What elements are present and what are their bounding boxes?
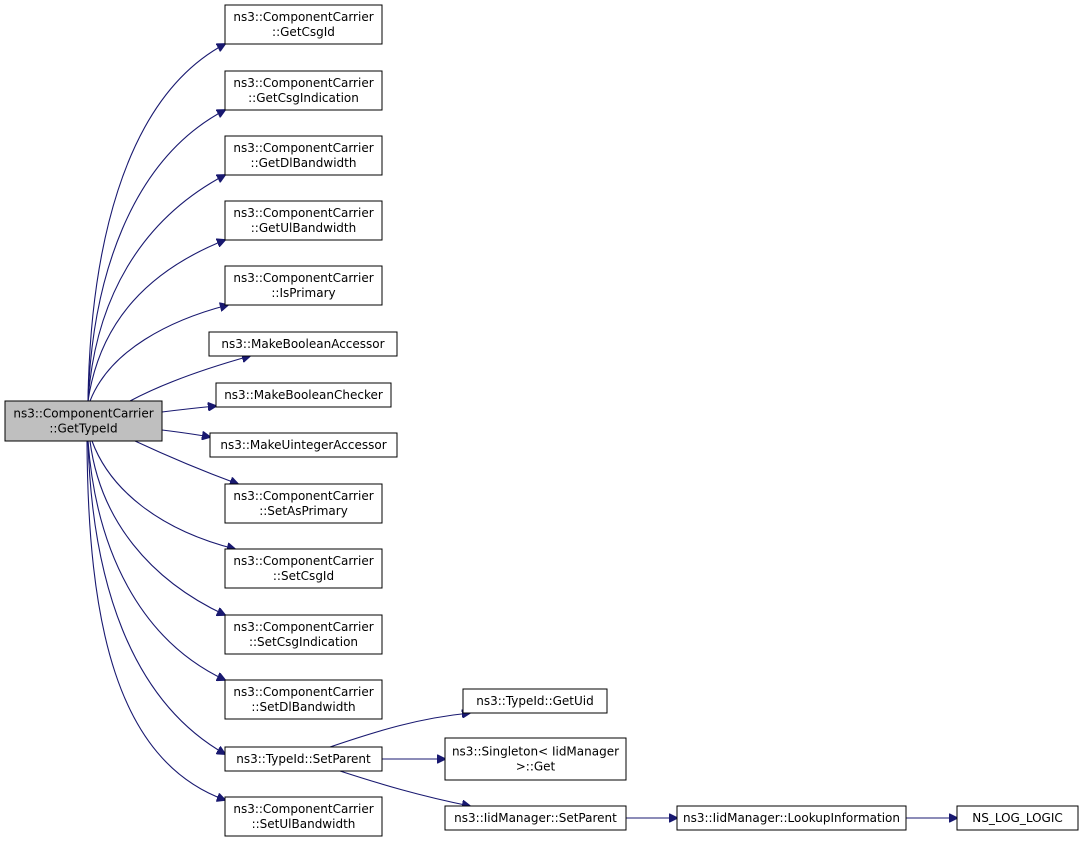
node-label-line: ns3::ComponentCarrier [233,76,373,90]
node-label-line: ::SetAsPrimary [259,504,348,518]
node-box [224,4,383,45]
node-n18[interactable]: ns3::IidManager::LookupInformation [676,805,907,831]
node-label-line: ::IsPrimary [271,286,335,300]
node-label-line: ns3::ComponentCarrier [233,489,373,503]
node-n4[interactable]: ns3::ComponentCarrier::GetUlBandwidth [224,200,383,241]
node-n19[interactable]: NS_LOG_LOGIC [956,805,1079,831]
node-label-line: ns3::TypeId::SetParent [236,752,371,766]
node-box [224,746,383,772]
node-label-line: NS_LOG_LOGIC [972,811,1063,825]
node-label-line: ns3::IidManager::LookupInformation [683,811,900,825]
node-label-line: ::SetCsgId [273,569,334,583]
node-box [224,679,383,720]
edge-root-to-n13 [87,440,225,754]
node-box [676,805,907,831]
edge-root-to-n7 [161,406,216,413]
node-box [215,382,392,408]
node-label-line: ns3::ComponentCarrier [233,271,373,285]
node-label-line: ::SetUlBandwidth [252,817,356,831]
node-n6[interactable]: ns3::MakeBooleanAccessor [208,331,398,357]
node-label-line: ns3::IidManager::SetParent [454,811,617,825]
node-box [956,805,1079,831]
node-box [209,432,398,458]
node-label-line: ns3::MakeBooleanChecker [224,388,383,402]
edge-root-to-n3 [87,175,225,402]
node-n16[interactable]: ns3::Singleton< IidManager>::Get [444,737,627,781]
node-label-line: ns3::TypeId::GetUid [476,694,594,708]
node-n1[interactable]: ns3::ComponentCarrier::GetCsgId [224,4,383,45]
node-label-line: ::GetCsgId [272,25,335,39]
node-n12[interactable]: ns3::ComponentCarrier::SetDlBandwidth [224,679,383,720]
node-n7[interactable]: ns3::MakeBooleanChecker [215,382,392,408]
node-label-line: ns3::ComponentCarrier [233,685,373,699]
node-label-line: ::SetCsgIndication [249,635,358,649]
edge-root-to-n10 [91,440,235,549]
node-label-line: ::GetDlBandwidth [251,156,357,170]
node-n9[interactable]: ns3::ComponentCarrier::SetAsPrimary [224,483,383,524]
node-label-line: ns3::ComponentCarrier [233,620,373,634]
node-n2[interactable]: ns3::ComponentCarrier::GetCsgIndication [224,70,383,111]
node-box [444,805,627,831]
node-box [224,265,383,306]
node-label-line: ns3::ComponentCarrier [13,407,153,421]
edge-root-to-n5 [89,305,228,402]
node-label-line: ns3::Singleton< IidManager [452,745,619,759]
node-label-line: ns3::ComponentCarrier [233,554,373,568]
node-label-line: >::Get [516,760,556,774]
node-n3[interactable]: ns3::ComponentCarrier::GetDlBandwidth [224,135,383,176]
nodes: ns3::ComponentCarrier::GetTypeIdns3::Com… [4,4,1079,837]
node-label-line: ns3::MakeBooleanAccessor [221,337,384,351]
edge-root-to-n12 [87,440,225,680]
node-n5[interactable]: ns3::ComponentCarrier::IsPrimary [224,265,383,306]
node-label-line: ::GetUlBandwidth [251,221,356,235]
edge-root-to-n9 [134,440,238,484]
node-n17[interactable]: ns3::IidManager::SetParent [444,805,627,831]
node-label-line: ns3::MakeUintegerAccessor [220,438,386,452]
node-box [224,135,383,176]
node-label-line: ::GetTypeId [49,422,117,436]
edge-root-to-n8 [161,429,210,437]
node-box [224,548,383,589]
edge-n13-to-n17 [339,770,470,806]
node-label-line: ns3::ComponentCarrier [233,10,373,24]
node-label-line: ns3::ComponentCarrier [233,206,373,220]
root-node[interactable]: ns3::ComponentCarrier::GetTypeId [4,400,163,442]
node-n14[interactable]: ns3::ComponentCarrier::SetUlBandwidth [224,796,383,837]
node-n8[interactable]: ns3::MakeUintegerAccessor [209,432,398,458]
node-label-line: ::GetCsgIndication [248,91,359,105]
edge-root-to-n6 [129,356,250,402]
node-label-line: ns3::ComponentCarrier [233,802,373,816]
node-label-line: ::SetDlBandwidth [251,700,355,714]
node-box [462,688,608,714]
node-label-line: ns3::ComponentCarrier [233,141,373,155]
node-box [224,614,383,655]
edges [86,44,957,818]
edge-root-to-n4 [87,240,225,402]
edge-root-to-n1 [87,44,225,402]
node-box [224,70,383,111]
node-box [224,200,383,241]
node-box [224,483,383,524]
edge-root-to-n11 [89,440,225,615]
edge-root-to-n2 [87,110,225,402]
node-box [444,737,627,781]
edge-n13-to-n15 [329,713,470,748]
node-n13[interactable]: ns3::TypeId::SetParent [224,746,383,772]
node-box [224,796,383,837]
node-n10[interactable]: ns3::ComponentCarrier::SetCsgId [224,548,383,589]
node-n11[interactable]: ns3::ComponentCarrier::SetCsgIndication [224,614,383,655]
node-n15[interactable]: ns3::TypeId::GetUid [462,688,608,714]
edge-root-to-n14 [86,440,225,800]
node-box [208,331,398,357]
node-box [4,400,163,442]
